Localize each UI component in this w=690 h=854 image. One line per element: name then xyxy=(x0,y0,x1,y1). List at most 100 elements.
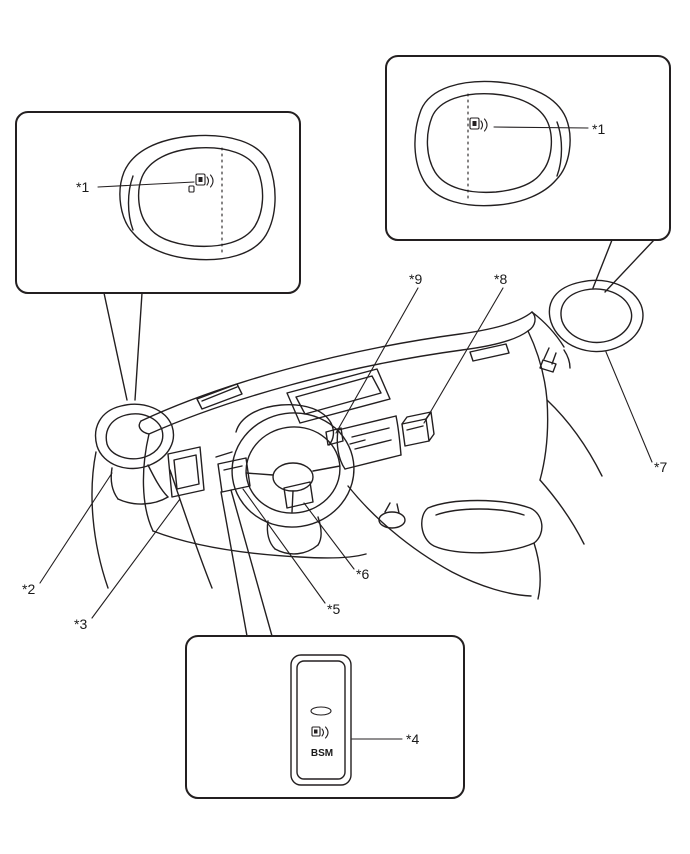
steering-wheel-rim-inner xyxy=(245,426,341,514)
steering-spoke-right xyxy=(312,465,341,472)
mirror-detail-inner xyxy=(137,147,264,248)
bsm-indicator-icon-right xyxy=(469,117,488,132)
connector-front xyxy=(401,418,430,447)
label-bracket: *3 xyxy=(74,616,87,632)
left-door-line1 xyxy=(91,451,109,589)
center-stack-top xyxy=(337,415,397,431)
right-door-edge xyxy=(527,330,549,481)
right-mirror-housing xyxy=(548,279,644,353)
connector-line xyxy=(406,425,424,431)
leader-line-connector xyxy=(423,287,504,424)
right-outer-mirror xyxy=(539,279,644,373)
bsm-switch-face xyxy=(296,660,346,780)
right-door-panel2 xyxy=(539,479,585,545)
right-mirror-harness1 xyxy=(543,347,550,360)
dash-switch-outline xyxy=(217,457,251,493)
leader-line-dash-switch xyxy=(242,488,326,604)
leader-line-callout-left xyxy=(97,181,195,188)
indicator-wave1 xyxy=(206,176,210,186)
left-door-line2 xyxy=(169,469,213,589)
bsm-switch-body xyxy=(290,654,352,786)
bracket-part-inner xyxy=(173,454,200,490)
steering-hub xyxy=(272,462,314,492)
center-stack-line2 xyxy=(354,439,392,450)
switch-icon-wave1 xyxy=(321,728,325,737)
shifter-lever2 xyxy=(396,503,400,514)
left-mirror-base-bottom xyxy=(117,496,169,505)
dash-top-edge-inner xyxy=(148,330,529,435)
label-connector: *8 xyxy=(494,271,507,287)
callout-frame-bottom xyxy=(185,635,465,799)
cluster-hood xyxy=(235,403,335,446)
mirror-detail-art xyxy=(119,134,276,261)
indicator-wave1 xyxy=(480,120,484,130)
leader-line-bracket xyxy=(91,498,181,619)
steering-spoke-left xyxy=(245,472,274,476)
right-mirror-connector xyxy=(539,359,557,373)
shifter-lever1 xyxy=(384,502,391,513)
dash-left-face xyxy=(142,433,154,532)
right-mirror-mount-line xyxy=(563,349,571,369)
left-outer-mirror xyxy=(91,403,213,589)
indicator-wave2 xyxy=(209,174,214,188)
defroster-vent-line xyxy=(201,386,238,402)
mirror-detail-lip xyxy=(127,175,134,231)
pointer-top-right xyxy=(592,239,655,293)
center-stack-bottom xyxy=(344,454,402,470)
pointer-line xyxy=(604,239,655,293)
switch-icon-wave2 xyxy=(324,726,329,739)
bracket-part-outline xyxy=(167,446,205,498)
left-mirror-base-right xyxy=(147,464,169,498)
dash-switch-line xyxy=(223,465,243,471)
steering-wheel-rim xyxy=(231,412,355,528)
dash-bottom-edge xyxy=(152,530,367,559)
indicator-car-icon xyxy=(469,117,480,130)
callout-frame-top-right xyxy=(385,55,671,241)
leader-line-callout-right xyxy=(493,126,589,129)
meter-part-outline xyxy=(325,427,344,446)
right-door-panel1 xyxy=(546,399,603,477)
label-right-mirror: *7 xyxy=(654,459,667,475)
steering-switch-outline xyxy=(283,481,314,509)
console-rear-edge xyxy=(533,542,541,600)
steering-column-bottom xyxy=(274,544,319,555)
bsm-switch-slot xyxy=(310,706,332,716)
label-steering-switch: *6 xyxy=(356,566,369,582)
stalk-right xyxy=(349,439,366,445)
part-labels: *2 *3 *5 *6 *7 *8 *9 xyxy=(22,271,667,632)
switch-car-icon xyxy=(311,726,321,737)
left-mirror-housing xyxy=(94,403,175,470)
dashboard-art xyxy=(138,311,603,600)
leader-line-left-mirror xyxy=(39,472,113,584)
defroster-vent xyxy=(196,383,243,410)
label-main-switch: *4 xyxy=(406,731,419,747)
center-stack-left xyxy=(336,429,346,470)
right-mirror-harness2 xyxy=(551,352,557,365)
center-stack-line1 xyxy=(351,427,390,438)
pointer-bottom xyxy=(220,489,273,637)
indicator-wave2 xyxy=(483,118,488,132)
pointer-line xyxy=(230,489,273,637)
center-stack-right xyxy=(395,415,402,456)
dash-left-cap xyxy=(138,420,150,435)
left-mirror-glass xyxy=(105,413,164,460)
label-dash-switch: *5 xyxy=(327,601,340,617)
pointer-top-left xyxy=(103,292,143,401)
small-parts xyxy=(167,411,435,509)
label-callout-right: *1 xyxy=(592,121,605,137)
indicator-dot xyxy=(472,121,477,126)
stalk-left xyxy=(215,451,233,458)
bsm-switch-icon xyxy=(311,726,329,739)
left-mirror-base-left xyxy=(110,467,119,500)
callout-box-top-right: *1 xyxy=(385,55,671,241)
leader-line-right-mirror xyxy=(605,351,653,463)
right-door-top xyxy=(531,311,565,348)
label-callout-left: *1 xyxy=(76,179,89,195)
shifter-base xyxy=(378,511,406,529)
right-vent xyxy=(469,343,510,362)
callout-box-bottom: BSM *4 xyxy=(185,635,465,799)
bsm-switch-text: BSM xyxy=(311,748,333,759)
pointer-line xyxy=(103,292,128,401)
